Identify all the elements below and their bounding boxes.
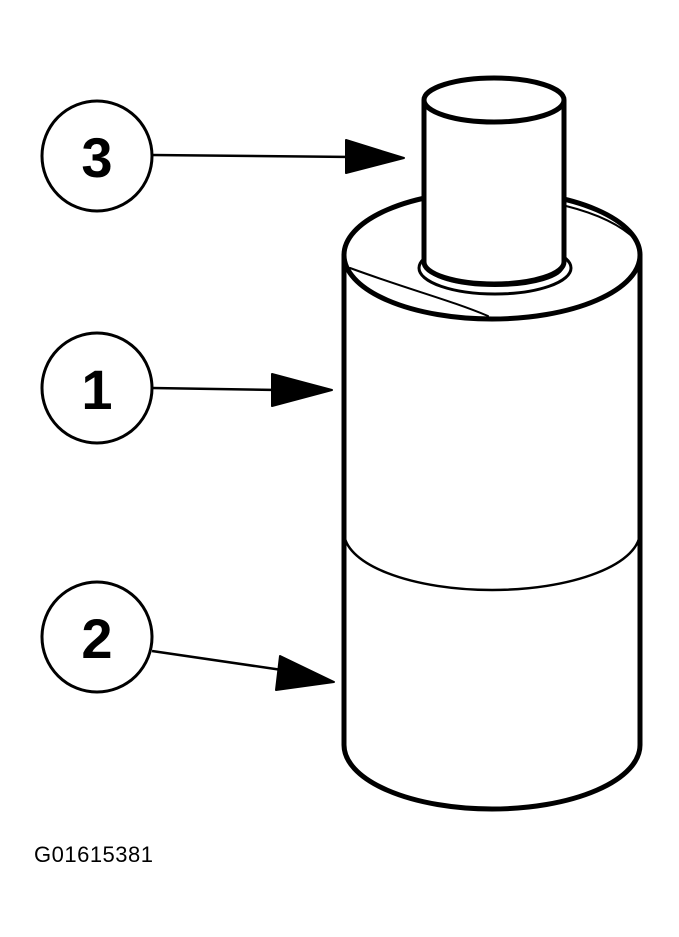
arrowhead-3 <box>345 139 405 174</box>
callout-3: 3 <box>40 99 154 213</box>
top-lip-line-right <box>565 205 637 241</box>
arrowheads <box>271 139 405 691</box>
section-seam <box>342 530 642 592</box>
leader-line-1 <box>151 386 279 392</box>
arrowhead-1 <box>271 373 333 407</box>
leader-line-2 <box>151 649 283 672</box>
cylinder-outline <box>341 252 643 812</box>
callout-2: 2 <box>40 580 154 694</box>
pin <box>421 75 567 287</box>
callout-3-circle <box>40 99 154 213</box>
arrowhead-2 <box>275 655 335 691</box>
figure-id: G01615381 <box>34 842 154 867</box>
callout-2-circle <box>40 580 154 694</box>
callout-1: 1 <box>40 331 154 445</box>
leader-lines <box>151 153 355 672</box>
callout-2-label: 2 <box>81 607 112 670</box>
pin-top-face <box>421 75 567 125</box>
pin-outline <box>421 100 567 287</box>
callout-3-label: 3 <box>81 126 112 189</box>
callout-1-label: 1 <box>81 358 112 421</box>
callout-1-circle <box>40 331 154 445</box>
leader-line-3 <box>151 153 355 159</box>
top-lip-line <box>349 267 489 317</box>
